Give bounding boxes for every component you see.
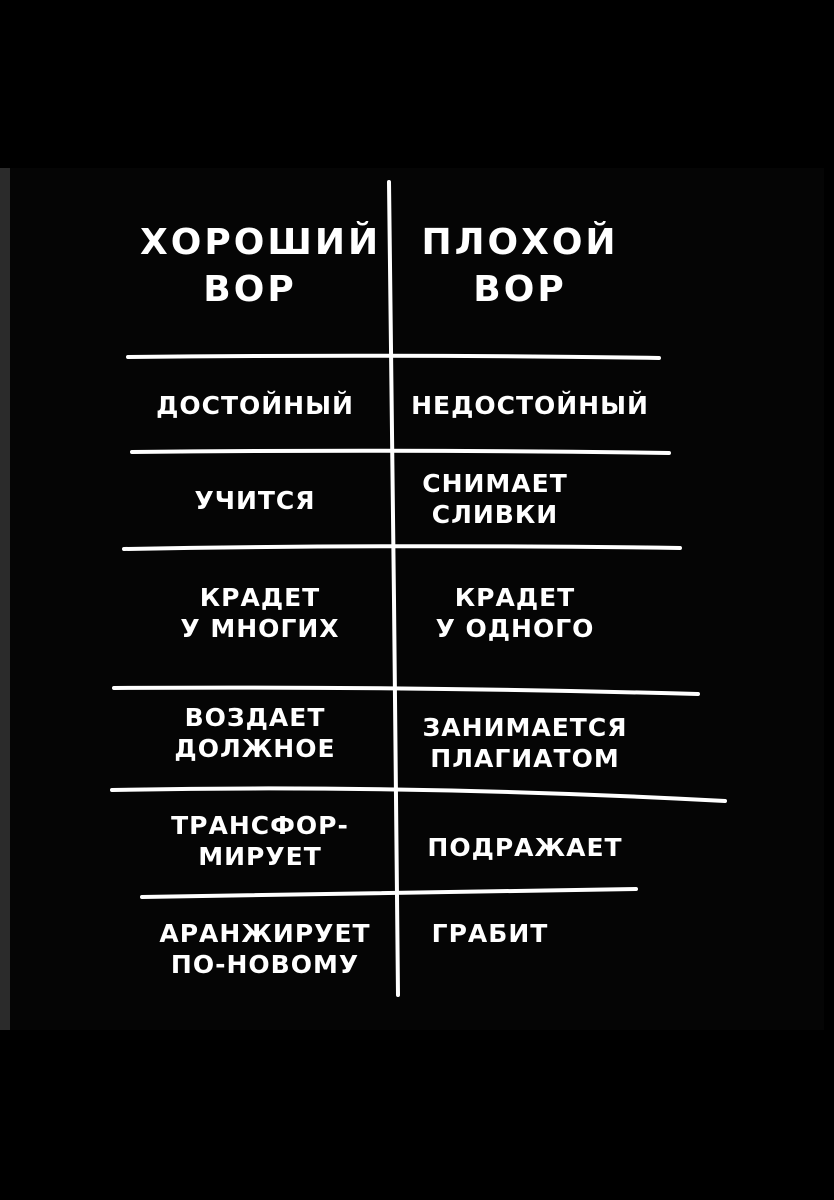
row-1-bad: НЕДОСТОЙНЫЙ <box>411 391 649 420</box>
row-line-6 <box>140 887 638 899</box>
row-6-bad: ГРАБИТ <box>431 919 549 948</box>
page-edge-right <box>824 168 834 1030</box>
row-1-good: ДОСТОЙНЫЙ <box>156 391 354 420</box>
row-line-3 <box>122 544 682 551</box>
row-line-2 <box>130 448 671 455</box>
header-bad-thief: ПЛОХОЙ ВОР <box>421 222 619 310</box>
row-5-bad: ПОДРАЖАЕТ <box>427 833 623 862</box>
row-line-1 <box>126 353 661 360</box>
row-4-bad: ЗАНИМАЕТСЯ ПЛАГИАТОМ <box>422 713 628 774</box>
header-good-thief: ХОРОШИЙ ВОР <box>140 222 382 310</box>
row-4-good: ВОЗДАЕТ ДОЛЖНОЕ <box>174 703 336 764</box>
row-3-bad: КРАДЕТ У ОДНОГО <box>435 583 595 644</box>
row-line-5 <box>110 786 727 803</box>
row-5-good: ТРАНСФОР- МИРУЕТ <box>171 811 349 872</box>
row-3-good: КРАДЕТ У МНОГИХ <box>180 583 340 644</box>
page-edge-left <box>0 168 10 1030</box>
center-divider <box>387 180 400 997</box>
row-2-bad: СНИМАЕТ СЛИВКИ <box>422 469 568 530</box>
row-2-good: УЧИТСЯ <box>194 486 316 515</box>
row-line-4 <box>112 685 700 696</box>
row-6-good: АРАНЖИРУЕТ ПО-НОВОМУ <box>159 919 371 980</box>
chalkboard <box>10 168 824 1030</box>
